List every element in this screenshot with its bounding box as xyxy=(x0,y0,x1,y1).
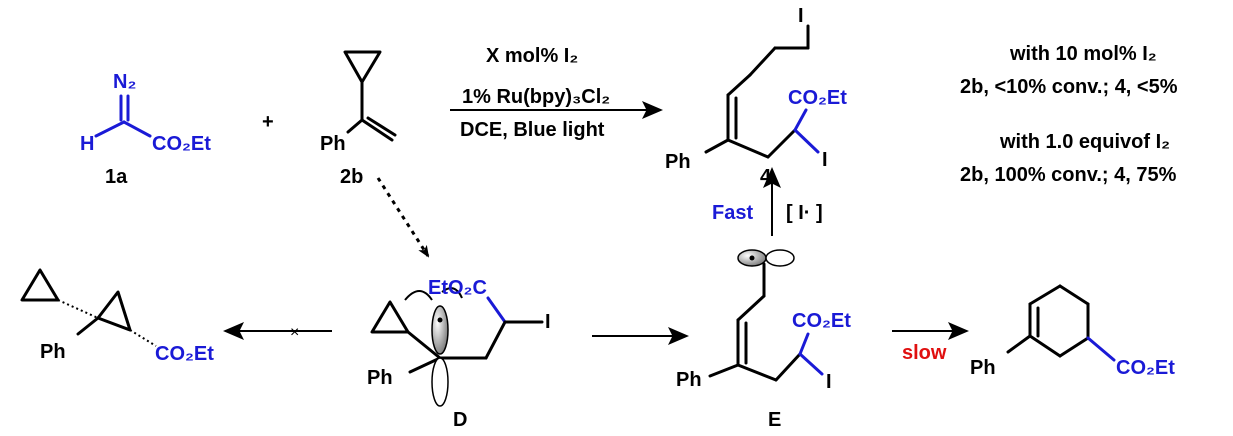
case2-result: 2b, 100% conv.; 4, 75% xyxy=(960,164,1177,186)
plus-sign: + xyxy=(262,111,274,133)
intermediate-e: CO₂Et Ph I E xyxy=(676,249,851,431)
cyclopropanation-product: Ph CO₂Et xyxy=(20,268,214,365)
case1-title: with 10 mol% I₂ xyxy=(1009,43,1157,65)
blocked-mark: × xyxy=(290,324,299,341)
iodine-top-label: I xyxy=(798,5,804,27)
condition-solvent-light: DCE, Blue light xyxy=(460,119,605,141)
fast-label: Fast xyxy=(712,202,753,224)
p-orbital-lower xyxy=(431,357,449,407)
eto2c-label: EtO₂C xyxy=(428,277,487,299)
cyclohexene-product: Ph CO₂Et xyxy=(970,284,1175,379)
compound-label-2b: 2b xyxy=(340,166,363,188)
ph-label: Ph xyxy=(320,133,346,155)
slow-label: slow xyxy=(902,342,947,364)
co2et-label: CO₂Et xyxy=(792,310,851,332)
intermediate-d: EtO₂C I Ph D xyxy=(367,277,551,431)
orbital-right-lobe xyxy=(765,249,795,267)
iodine-label: I xyxy=(545,311,551,333)
radical-dot xyxy=(749,255,755,261)
iodine-radical-label: [ I· ] xyxy=(786,202,823,224)
compound-label-1a: 1a xyxy=(105,166,128,188)
ph-label: Ph xyxy=(665,151,691,173)
reaction-conditions: X mol% I₂ 1% Ru(bpy)₃Cl₂ DCE, Blue light xyxy=(450,45,663,141)
case2-title: with 1.0 equivof I₂ xyxy=(999,131,1170,153)
ph-label: Ph xyxy=(367,367,393,389)
co2et-label: CO₂Et xyxy=(155,343,214,365)
reactant-2b: Ph 2b xyxy=(320,50,397,188)
product-4: I CO₂Et Ph I 4 xyxy=(665,5,847,188)
step-d-to-cyclopropane-blocked: × xyxy=(223,322,332,341)
reactant-1a: N₂ H CO₂Et 1a xyxy=(80,71,211,188)
dotted-arrow-2b-to-d xyxy=(376,177,430,258)
hashed-wedge-bond-ester xyxy=(129,329,157,347)
results-summary: with 10 mol% I₂ 2b, <10% conv.; 4, <5% w… xyxy=(960,43,1178,186)
h-label: H xyxy=(80,133,94,155)
ph-label: Ph xyxy=(40,341,66,363)
hashed-wedge-bond xyxy=(57,299,99,319)
case1-result: 2b, <10% conv.; 4, <5% xyxy=(960,76,1178,98)
radical-dot xyxy=(437,317,443,323)
ph-label: Ph xyxy=(676,369,702,391)
co2et-label: CO₂Et xyxy=(788,87,847,109)
iodine-side-label: I xyxy=(822,149,828,171)
electron-arrow-1 xyxy=(404,290,433,301)
step-e-to-4: Fast [ I· ] xyxy=(712,167,823,236)
step-e-to-cyclohexene: slow xyxy=(892,322,969,364)
condition-iodine: X mol% I₂ xyxy=(486,45,578,67)
iodine-label: I xyxy=(826,371,832,393)
compound-label-d: D xyxy=(453,409,467,431)
n2-label: N₂ xyxy=(113,71,136,93)
electron-arrow-2 xyxy=(441,287,463,299)
compound-label-e: E xyxy=(768,409,781,431)
ph-label: Ph xyxy=(970,357,996,379)
co2et-label: CO₂Et xyxy=(152,133,211,155)
co2et-label: CO₂Et xyxy=(1116,357,1175,379)
compound-label-4: 4 xyxy=(760,166,772,188)
p-orbital-upper xyxy=(431,305,449,355)
condition-catalyst: 1% Ru(bpy)₃Cl₂ xyxy=(462,86,610,108)
